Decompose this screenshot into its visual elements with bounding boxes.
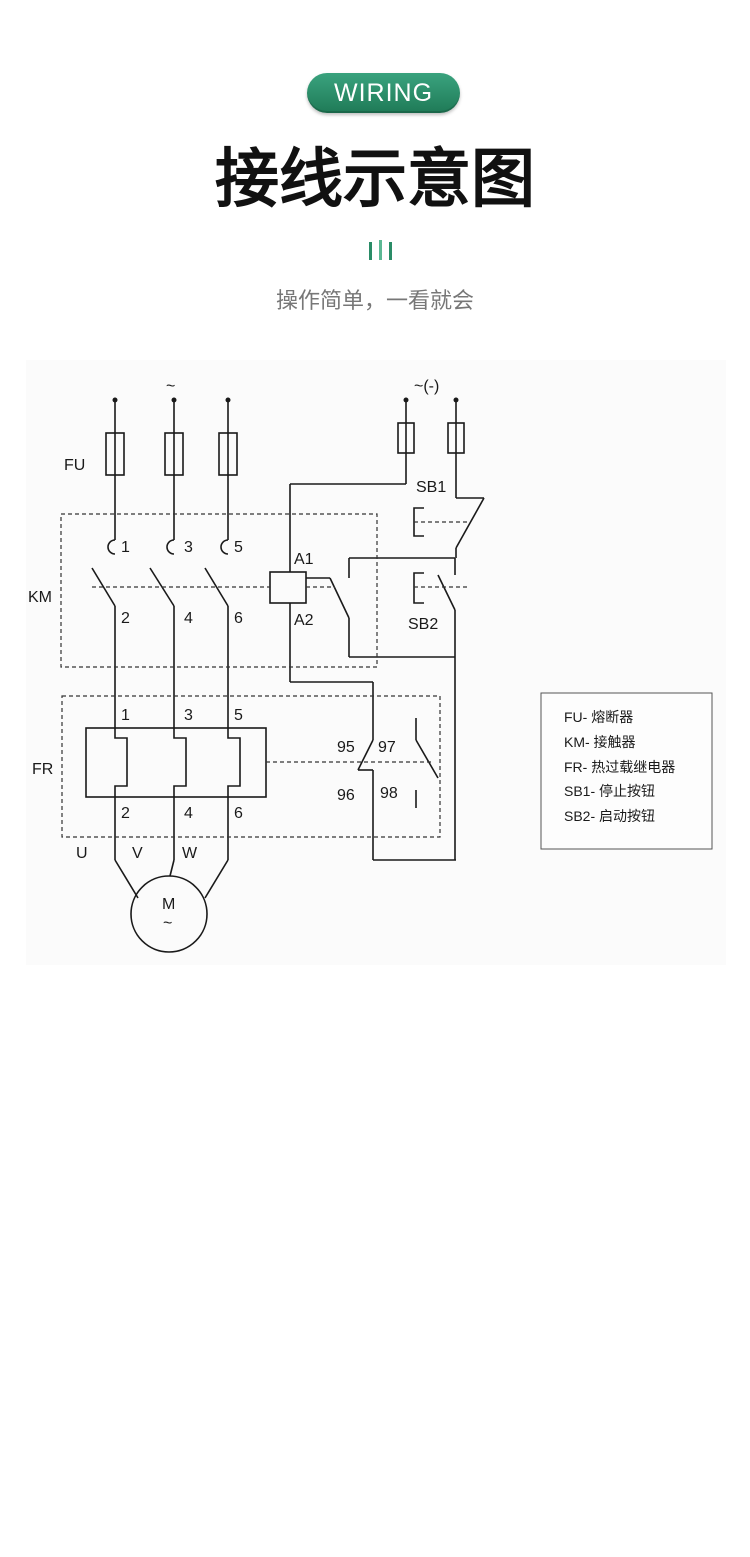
motor-tilde-label: ~ (163, 915, 172, 932)
wiring-diagram: ~ ~(-) FU SB1 1 3 5 A1 KM 2 4 6 A2 SB2 1… (26, 360, 726, 965)
legend-item: SB1- 停止按钮 (564, 783, 655, 799)
contact-95-label: 95 (337, 739, 355, 756)
motor-m-label: M (162, 896, 175, 913)
contact-97-label: 97 (378, 739, 396, 756)
fr-terminal-6: 6 (234, 805, 243, 822)
page-subtitle: 操作简单，一看就会 (275, 289, 474, 314)
page-title: 接线示意图 (215, 143, 535, 217)
fr-terminal-4: 4 (184, 805, 193, 822)
km-terminal-1: 1 (121, 539, 130, 556)
supply-tilde-label: ~ (166, 378, 175, 395)
fu-label: FU (64, 457, 85, 474)
a2-label: A2 (294, 612, 314, 629)
control-supply-label: ~(-) (414, 378, 439, 395)
divider-icon (369, 240, 392, 260)
u-label: U (76, 845, 88, 862)
fr-terminal-5: 5 (234, 707, 243, 724)
fr-label: FR (32, 761, 53, 778)
km-terminal-3: 3 (184, 539, 193, 556)
legend-item: FR- 热过载继电器 (564, 759, 675, 775)
contact-96-label: 96 (337, 787, 355, 804)
sb1-label: SB1 (416, 479, 446, 496)
km-label: KM (28, 589, 52, 606)
a1-label: A1 (294, 551, 314, 568)
km-terminal-6: 6 (234, 610, 243, 627)
legend-item: KM- 接触器 (564, 734, 636, 750)
sb2-label: SB2 (408, 616, 438, 633)
legend-item: SB2- 启动按钮 (564, 808, 655, 824)
km-terminal-5: 5 (234, 539, 243, 556)
contact-98-label: 98 (380, 785, 398, 802)
km-terminal-2: 2 (121, 610, 130, 627)
wiring-badge: WIRING (307, 73, 460, 113)
fr-terminal-1: 1 (121, 707, 130, 724)
v-label: V (132, 845, 143, 862)
w-label: W (182, 845, 198, 862)
legend-item: FU- 熔断器 (564, 709, 633, 725)
fr-terminal-3: 3 (184, 707, 193, 724)
km-terminal-4: 4 (184, 610, 193, 627)
fr-terminal-2: 2 (121, 805, 130, 822)
